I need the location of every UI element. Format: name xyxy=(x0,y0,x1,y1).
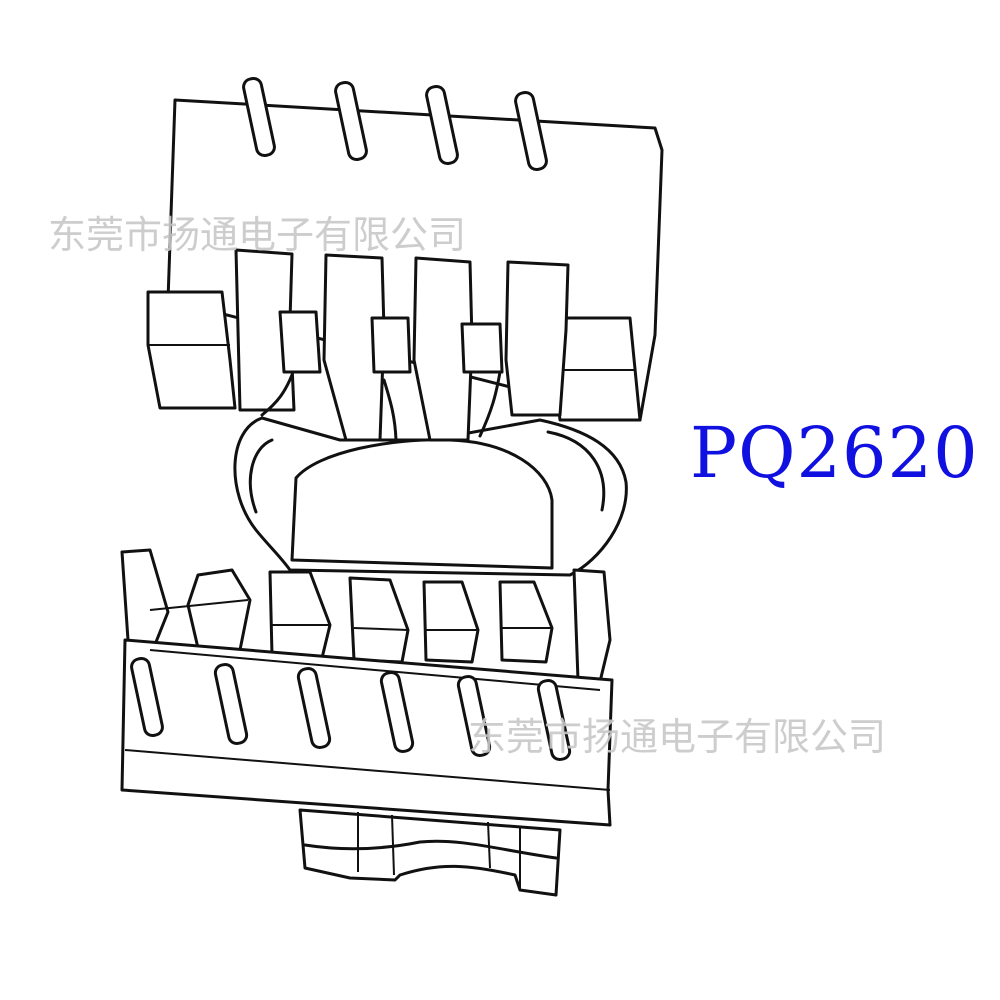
upper-pin xyxy=(514,90,548,172)
lower-tab xyxy=(422,580,480,664)
lower-pin xyxy=(379,670,415,754)
core-inner xyxy=(290,438,554,570)
left-end-block xyxy=(146,290,237,410)
model-label: PQ2620 xyxy=(690,412,979,494)
watermark-company-name: 东莞市扬通电子有限公司 xyxy=(48,213,467,257)
upper-spacer xyxy=(370,316,412,374)
lower-tab xyxy=(186,568,252,652)
upper-pin xyxy=(242,76,276,158)
lower-pins xyxy=(130,656,572,762)
lower-flange-tabs xyxy=(120,548,612,692)
lower-base-plate xyxy=(120,638,614,827)
upper-spacer xyxy=(278,310,322,374)
core-left-groove xyxy=(248,438,274,514)
upper-tab xyxy=(322,253,386,442)
lower-tab xyxy=(120,548,170,664)
upper-pin xyxy=(425,84,459,166)
upper-flange xyxy=(146,248,642,442)
lower-tab xyxy=(498,580,554,664)
watermark-company-name: 东莞市扬通电子有限公司 xyxy=(468,715,887,759)
lower-tab xyxy=(268,570,332,660)
lower-pin xyxy=(456,674,492,758)
bottom-foot xyxy=(298,808,562,897)
lower-pin xyxy=(536,678,572,762)
core-right-groove xyxy=(546,430,606,512)
lower-pin xyxy=(130,656,164,738)
lower-tab xyxy=(572,568,612,692)
upper-pins xyxy=(242,76,548,172)
upper-spacer xyxy=(460,322,504,374)
lower-pin xyxy=(296,666,332,750)
upper-tab xyxy=(504,260,570,417)
lower-pin xyxy=(213,662,249,746)
upper-pin xyxy=(334,80,368,162)
lower-tab xyxy=(348,576,410,664)
upper-tab xyxy=(412,256,474,442)
